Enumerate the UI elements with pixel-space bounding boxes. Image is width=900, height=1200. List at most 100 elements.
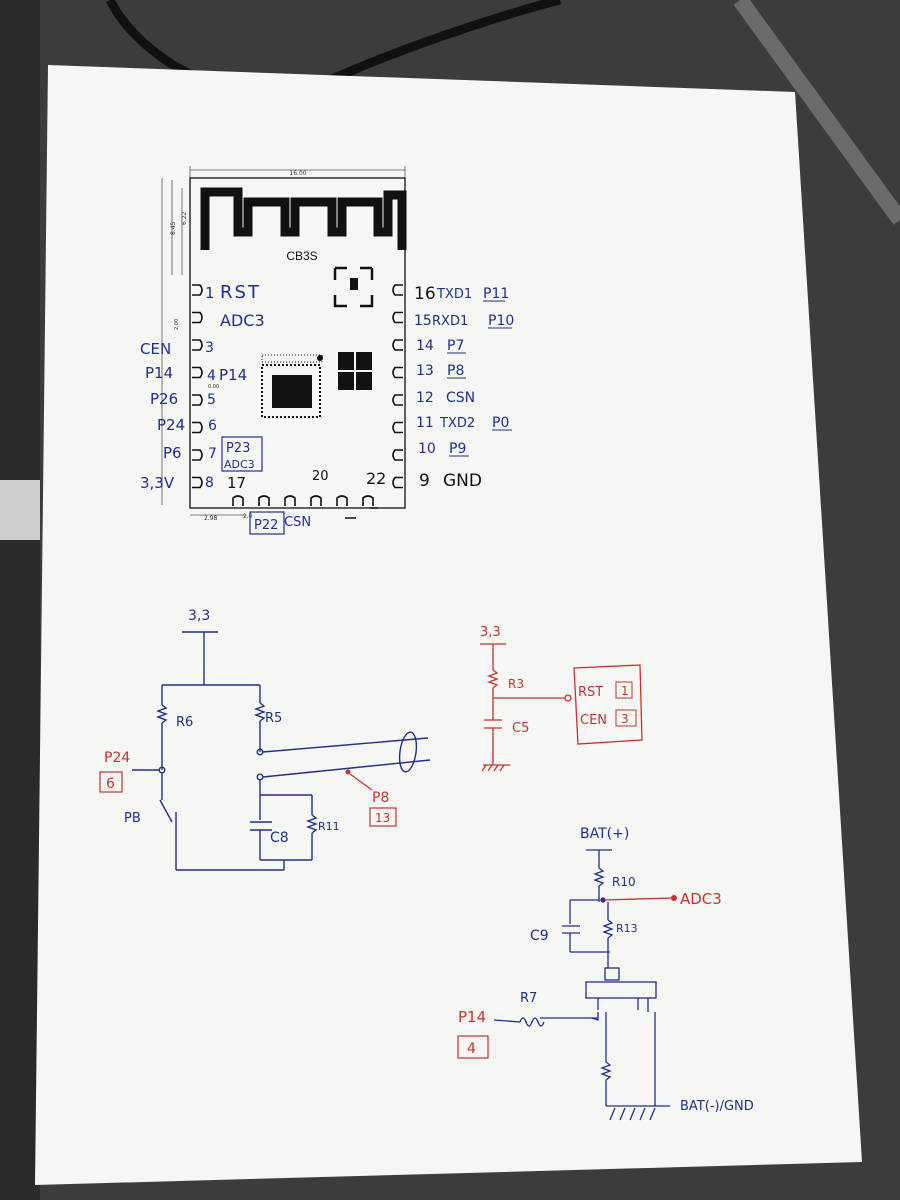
c1-p24: P24 [104,750,130,766]
c2-rst: RST [578,685,603,700]
c3-adc: ADC3 [680,890,722,908]
dim-bottom-pitch: 2.0 [243,513,253,520]
right-pin-num-16: 16 [414,284,436,304]
right-pin-sig-txd1: TXD1 [436,287,472,302]
left-pin-ext-cen: CEN [140,340,171,358]
bottom-pin-20: 20 [312,469,329,484]
right-pad [392,449,403,461]
right-pin-num-10: 10 [418,441,436,457]
left-pin-ext-p24: P24 [157,416,185,434]
cross-pad [338,352,372,390]
c2-rst-pin-box [615,681,633,699]
left-pad [192,284,203,296]
module-outline [189,177,406,509]
left-box-adc3: ADC3 [224,458,255,471]
dim-bottom-left: 2.98 [204,515,218,522]
c3-c9: C9 [530,928,549,944]
bottom-pads [232,495,374,506]
left-pin-label-p14: P14 [219,366,247,384]
bottom-pad [258,495,270,506]
right-pin-num-9: 9 [419,471,430,491]
corner-marker [333,266,374,308]
c1-p8-pin-box [369,807,397,827]
bottom-pad [336,495,348,506]
c1-c8: C8 [270,830,289,846]
c3-bat-plus: BAT(+) [580,826,629,842]
left-pad [192,366,203,379]
right-pin-port-p9: P9 [449,441,466,457]
module-name: CB3S [286,249,317,263]
left-pin-num-8: 8 [205,475,214,491]
right-pad [392,366,403,379]
c2-cen: CEN [580,713,607,728]
right-pin-num-13: 13 [416,363,434,379]
c2-c5: C5 [512,721,529,736]
right-pin-sig-rxd1: RXD1 [432,314,468,329]
dim-h2: 6.22 [181,211,188,225]
left-pad [192,394,203,406]
bottom-csn: CSN [284,515,311,530]
left-pin-ext-3v3: 3,3V [140,474,175,492]
right-pad [392,311,403,324]
right-pin-num-15: 15 [414,313,432,329]
dim-width: 16.00 [289,170,306,177]
c1-r6: R6 [176,715,193,730]
left-pad [192,421,203,434]
dim-small-b: 0.00 [208,384,219,390]
right-pin-port-p0: P0 [492,415,509,431]
c1-r5: R5 [265,711,282,726]
right-pin-sig-csn: CSN [446,390,475,406]
c1-p8: P8 [372,790,389,806]
right-pin-num-14: 14 [416,338,434,354]
bottom-pad [310,495,322,506]
left-pads [192,284,203,489]
bottom-pad [362,495,374,506]
bottom-pad [232,495,244,506]
left-pin-num-5: 5 [207,392,216,408]
circuit-pushbutton: 3,3 [132,608,431,871]
c2-cen-pin: 3 [621,712,629,726]
c2-rst-pin: 1 [621,684,629,698]
left-pad [192,449,203,461]
c3-p14-pin: 4 [467,1041,476,1057]
left-box-p23: P23 [226,441,250,456]
right-pin-port-p10: P10 [488,313,514,329]
right-pad [392,284,403,296]
c2-r3: R3 [508,677,524,691]
c2-vcc: 3,3 [480,625,501,640]
left-pin-num-4: 4 [207,368,216,384]
left-pin-num-7: 7 [208,446,217,462]
chip-body [272,375,312,408]
c1-p24-pin-box [99,771,123,793]
c2-cen-pin-box [615,709,637,727]
bottom-pin-22: 22 [366,469,386,488]
c1-r11: R11 [318,820,340,833]
left-pin-label-rst: RST [220,282,261,303]
c3-p14-pin-box [457,1035,489,1059]
c3-gnd: BAT(-)/GND [680,1099,754,1114]
bottom-pin-17: 17 [227,474,246,492]
right-pad [392,476,403,489]
left-pin-ext-p26: P26 [150,390,178,408]
left-pin-num-1: 1 [205,284,215,302]
dim-h1: 8.45 [170,221,177,235]
c1-vcc: 3,3 [188,608,210,624]
left-pin-num-3: 3 [205,340,214,356]
bottom-pad [284,495,296,506]
bottom-box-p22: P22 [254,518,278,533]
left-pad [192,476,203,489]
c3-r13: R13 [616,922,638,935]
right-pin-port-p7: P7 [447,338,464,354]
left-pin-num-6: 6 [208,418,217,434]
antenna-trace [200,187,407,250]
dim-small-a: 2.00 [174,319,180,330]
right-pad [392,339,403,351]
circuit-battery [493,849,670,1121]
left-pin-label-adc3: ADC3 [220,311,265,330]
left-pin-ext-p14: P14 [145,364,173,382]
right-pin-num-11: 11 [416,415,434,431]
c1-p8-pin: 13 [375,811,390,825]
keyboard-edge [0,480,40,540]
c3-r10: R10 [612,875,636,889]
c3-r7: R7 [520,991,537,1006]
